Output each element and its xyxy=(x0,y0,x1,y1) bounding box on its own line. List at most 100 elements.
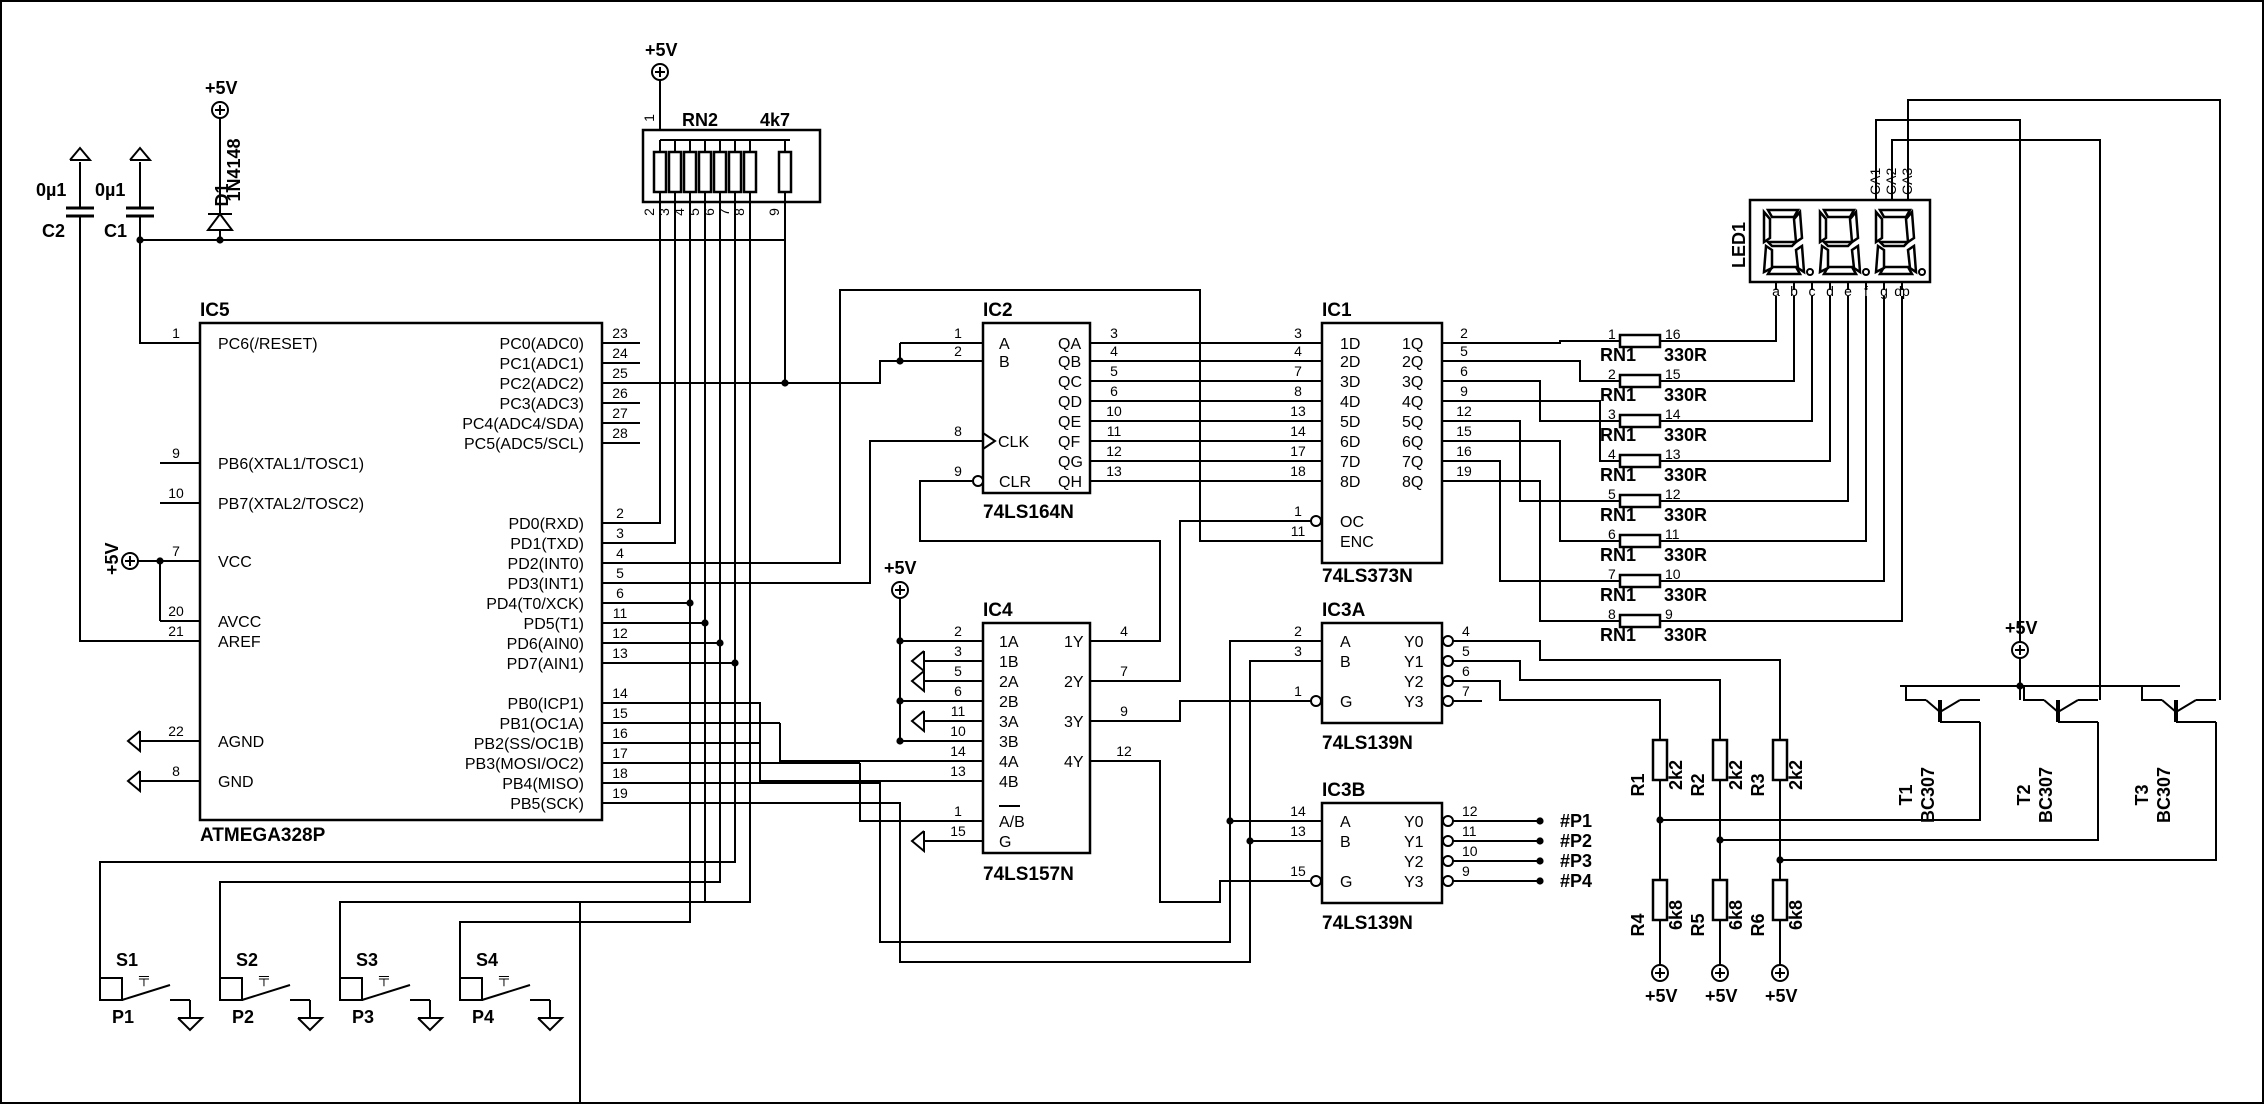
ic2-pin-number: 13 xyxy=(1106,463,1122,479)
ic5-name: IC5 xyxy=(200,300,230,321)
transistor-part: BC307 xyxy=(2036,767,2056,823)
resistor-name: R5 xyxy=(1688,913,1708,936)
rn2-pin-number: 3 xyxy=(656,208,672,216)
ground-icon xyxy=(417,1017,445,1032)
rn1-pin-number: 2 xyxy=(1608,366,1616,382)
led1-segment-label: dp xyxy=(1894,283,1910,299)
rn1-pin-number: 4 xyxy=(1608,446,1616,462)
ic2-pin-label: CLR xyxy=(999,474,1031,491)
transistor-collector xyxy=(2175,699,2197,713)
rn1-name: RN1 xyxy=(1600,345,1636,365)
ic5-pin-label: PD1(TXD) xyxy=(510,536,584,553)
segment xyxy=(1820,240,1856,248)
rn1-name: RN1 xyxy=(1600,585,1636,605)
wire xyxy=(759,743,940,782)
inversion-bubble xyxy=(1442,635,1454,647)
ic5-pin-label: PB0(ICP1) xyxy=(508,696,584,713)
ic1-pin-number: 4 xyxy=(1294,343,1302,359)
ic1-pin-number: 13 xyxy=(1290,403,1306,419)
resistor xyxy=(1651,738,1669,782)
wire xyxy=(1480,460,1620,582)
ic5-pin-label: AREF xyxy=(218,634,261,651)
wire xyxy=(139,216,160,344)
rn1-pin-number: 16 xyxy=(1665,326,1681,342)
led1-common-label: CA2 xyxy=(1883,168,1899,195)
resistor xyxy=(1771,738,1789,782)
ic4-pin-label: 2A xyxy=(999,674,1019,691)
ic4-pin-label: 4A xyxy=(999,754,1019,771)
ic4-pin-number: 3 xyxy=(954,643,962,659)
wire xyxy=(1229,640,1282,822)
ic3b-name: IC3B xyxy=(1322,780,1365,801)
led1-segment-label: c xyxy=(1809,283,1816,299)
ic1-pin-number: 7 xyxy=(1294,363,1302,379)
rn2-pin-number: 4 xyxy=(671,208,687,216)
ic5-pin-label: PD0(RXD) xyxy=(508,516,584,533)
c1-value: 0µ1 xyxy=(95,180,125,200)
ic1-body xyxy=(1320,321,1444,565)
wire xyxy=(919,480,1161,642)
switch-lever xyxy=(241,984,291,1001)
resistor-name: R6 xyxy=(1748,913,1768,936)
rn1-name: RN1 xyxy=(1600,425,1636,445)
ic3b-pin-label: Y0 xyxy=(1404,814,1424,831)
wire xyxy=(1875,119,2021,700)
rn2-pin-number: 2 xyxy=(641,208,657,216)
ic5-pin-label: PC5(ADC5/SCL) xyxy=(464,436,584,453)
ic3a-pin-number: 2 xyxy=(1294,623,1302,639)
transistor-part: BC307 xyxy=(1918,767,1938,823)
ic1-pin-number: 3 xyxy=(1294,325,1302,341)
ic4-pin-label: A/B xyxy=(999,814,1025,831)
resistor xyxy=(1618,453,1662,469)
ic1-pin-number: 15 xyxy=(1456,423,1472,439)
wire xyxy=(1480,440,1620,542)
ic5-pin-number: 18 xyxy=(612,765,628,781)
led1-segment-label: e xyxy=(1844,283,1852,299)
led1-segment-label: a xyxy=(1772,283,1780,299)
ic1-pin-number: 1 xyxy=(1294,503,1302,519)
ic1-pin-label: 1D xyxy=(1340,336,1360,353)
ic5-pin-number: 21 xyxy=(168,623,184,639)
inversion-bubble xyxy=(1310,695,1322,707)
wire xyxy=(1891,139,2101,700)
ic5-pin-number: 13 xyxy=(612,645,628,661)
switch-port: P1 xyxy=(112,1007,134,1027)
segment xyxy=(1818,243,1830,275)
ic4-pin-label: 1B xyxy=(999,654,1019,671)
supply-icon xyxy=(129,146,153,161)
ic5-pin-number: 10 xyxy=(168,485,184,501)
ic1-pin-label: 6Q xyxy=(1402,434,1423,451)
ic1-pin-number: 12 xyxy=(1456,403,1472,419)
resistor-value: 2k2 xyxy=(1666,760,1686,790)
c2-name: C2 xyxy=(42,221,65,241)
ic5-pin-number: 12 xyxy=(612,625,628,641)
ic2-pin-label: QE xyxy=(1058,414,1081,431)
wire xyxy=(1480,360,1620,382)
ic2-pin-number: 10 xyxy=(1106,403,1122,419)
ic4-pin-number: 1 xyxy=(954,803,962,819)
rn2-resistor xyxy=(712,150,728,194)
switch-name: S2 xyxy=(236,950,258,970)
rn2-resistor xyxy=(667,150,683,194)
ic4-pin-label: 4B xyxy=(999,774,1019,791)
wire xyxy=(640,782,1231,943)
switch-terminal xyxy=(219,977,243,1001)
ic5-pin-label: PD6(AIN0) xyxy=(507,636,584,653)
junction-dot xyxy=(1536,877,1544,885)
ic4-pin-number: 5 xyxy=(954,663,962,679)
rn1-pin-number: 11 xyxy=(1665,526,1680,542)
segment xyxy=(1848,208,1860,245)
rn1-name: RN1 xyxy=(1600,625,1636,645)
ic3a-pin-number: 4 xyxy=(1462,623,1470,639)
rn1-value: 330R xyxy=(1664,425,1707,445)
led1-common-label: CA3 xyxy=(1899,168,1915,195)
ic5-pin-number: 2 xyxy=(616,505,624,521)
resistor-value: 6k8 xyxy=(1786,900,1806,930)
ic4-pin-number: 14 xyxy=(950,743,966,759)
segment xyxy=(1821,208,1857,219)
ic1-pin-number: 17 xyxy=(1290,443,1306,459)
junction-dot xyxy=(731,659,739,667)
wire xyxy=(640,210,676,544)
ic2-name: IC2 xyxy=(983,300,1013,321)
rn1-value: 330R xyxy=(1664,625,1707,645)
